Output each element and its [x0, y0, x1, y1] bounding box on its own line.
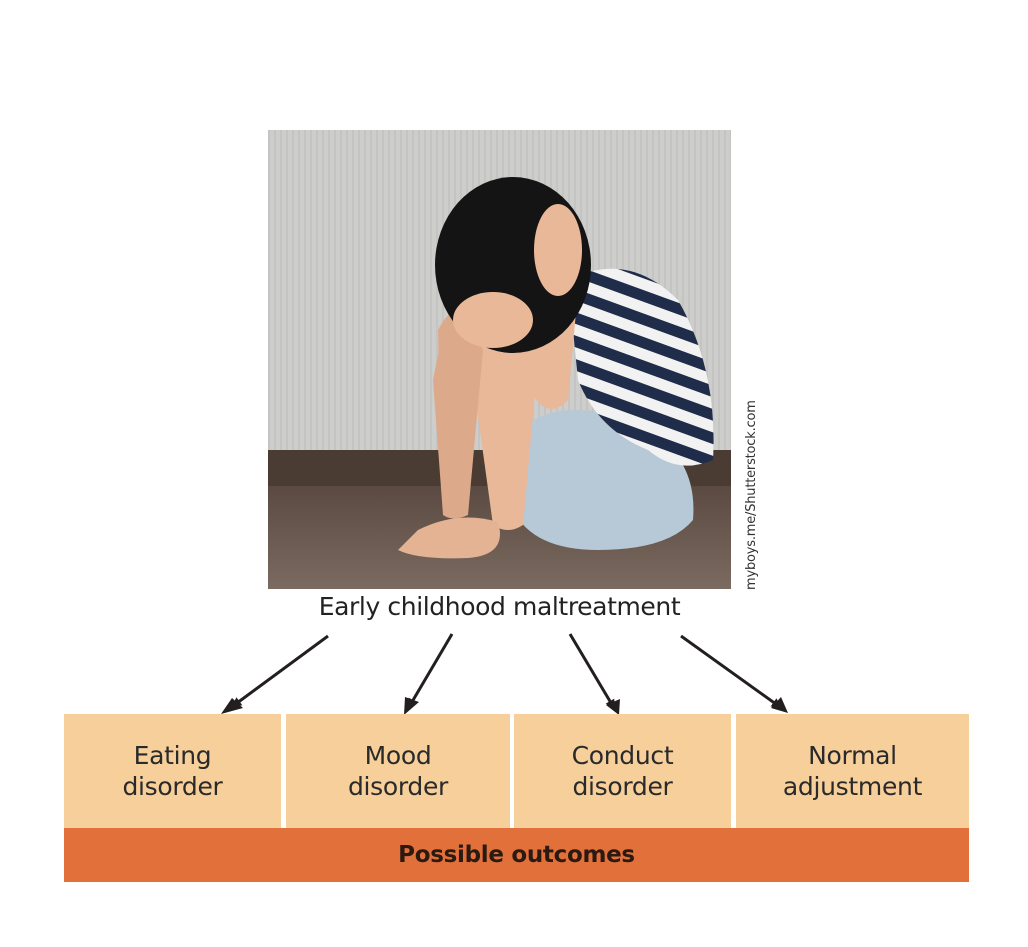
outcome-box-conduct: Conduct disorder — [514, 714, 731, 828]
possible-outcomes-bar: Possible outcomes — [64, 828, 969, 882]
outcome-line1: Conduct — [571, 741, 674, 770]
child-photo — [268, 130, 731, 589]
outcome-box-mood: Mood disorder — [286, 714, 510, 828]
outcome-line2: disorder — [122, 772, 223, 801]
outcome-line1: Normal — [808, 741, 897, 770]
arrow-normal — [680, 634, 782, 709]
outcome-line2: disorder — [572, 772, 673, 801]
arrow-eating — [231, 634, 329, 708]
possible-outcomes-label: Possible outcomes — [398, 842, 635, 868]
outcome-line2: disorder — [347, 772, 449, 801]
outcome-line1: Eating — [133, 741, 212, 770]
outcome-box-normal: Normal adjustment — [736, 714, 969, 828]
photo-caption: Early childhood maltreatment — [318, 592, 681, 621]
outcome-box-eating: Eating disorder — [64, 714, 281, 828]
arrow-conduct — [568, 633, 616, 710]
outcome-line2: adjustment — [782, 772, 923, 801]
arrow-mood — [407, 633, 454, 709]
outcome-line1: Mood — [364, 741, 432, 770]
child-illustration — [268, 130, 731, 589]
